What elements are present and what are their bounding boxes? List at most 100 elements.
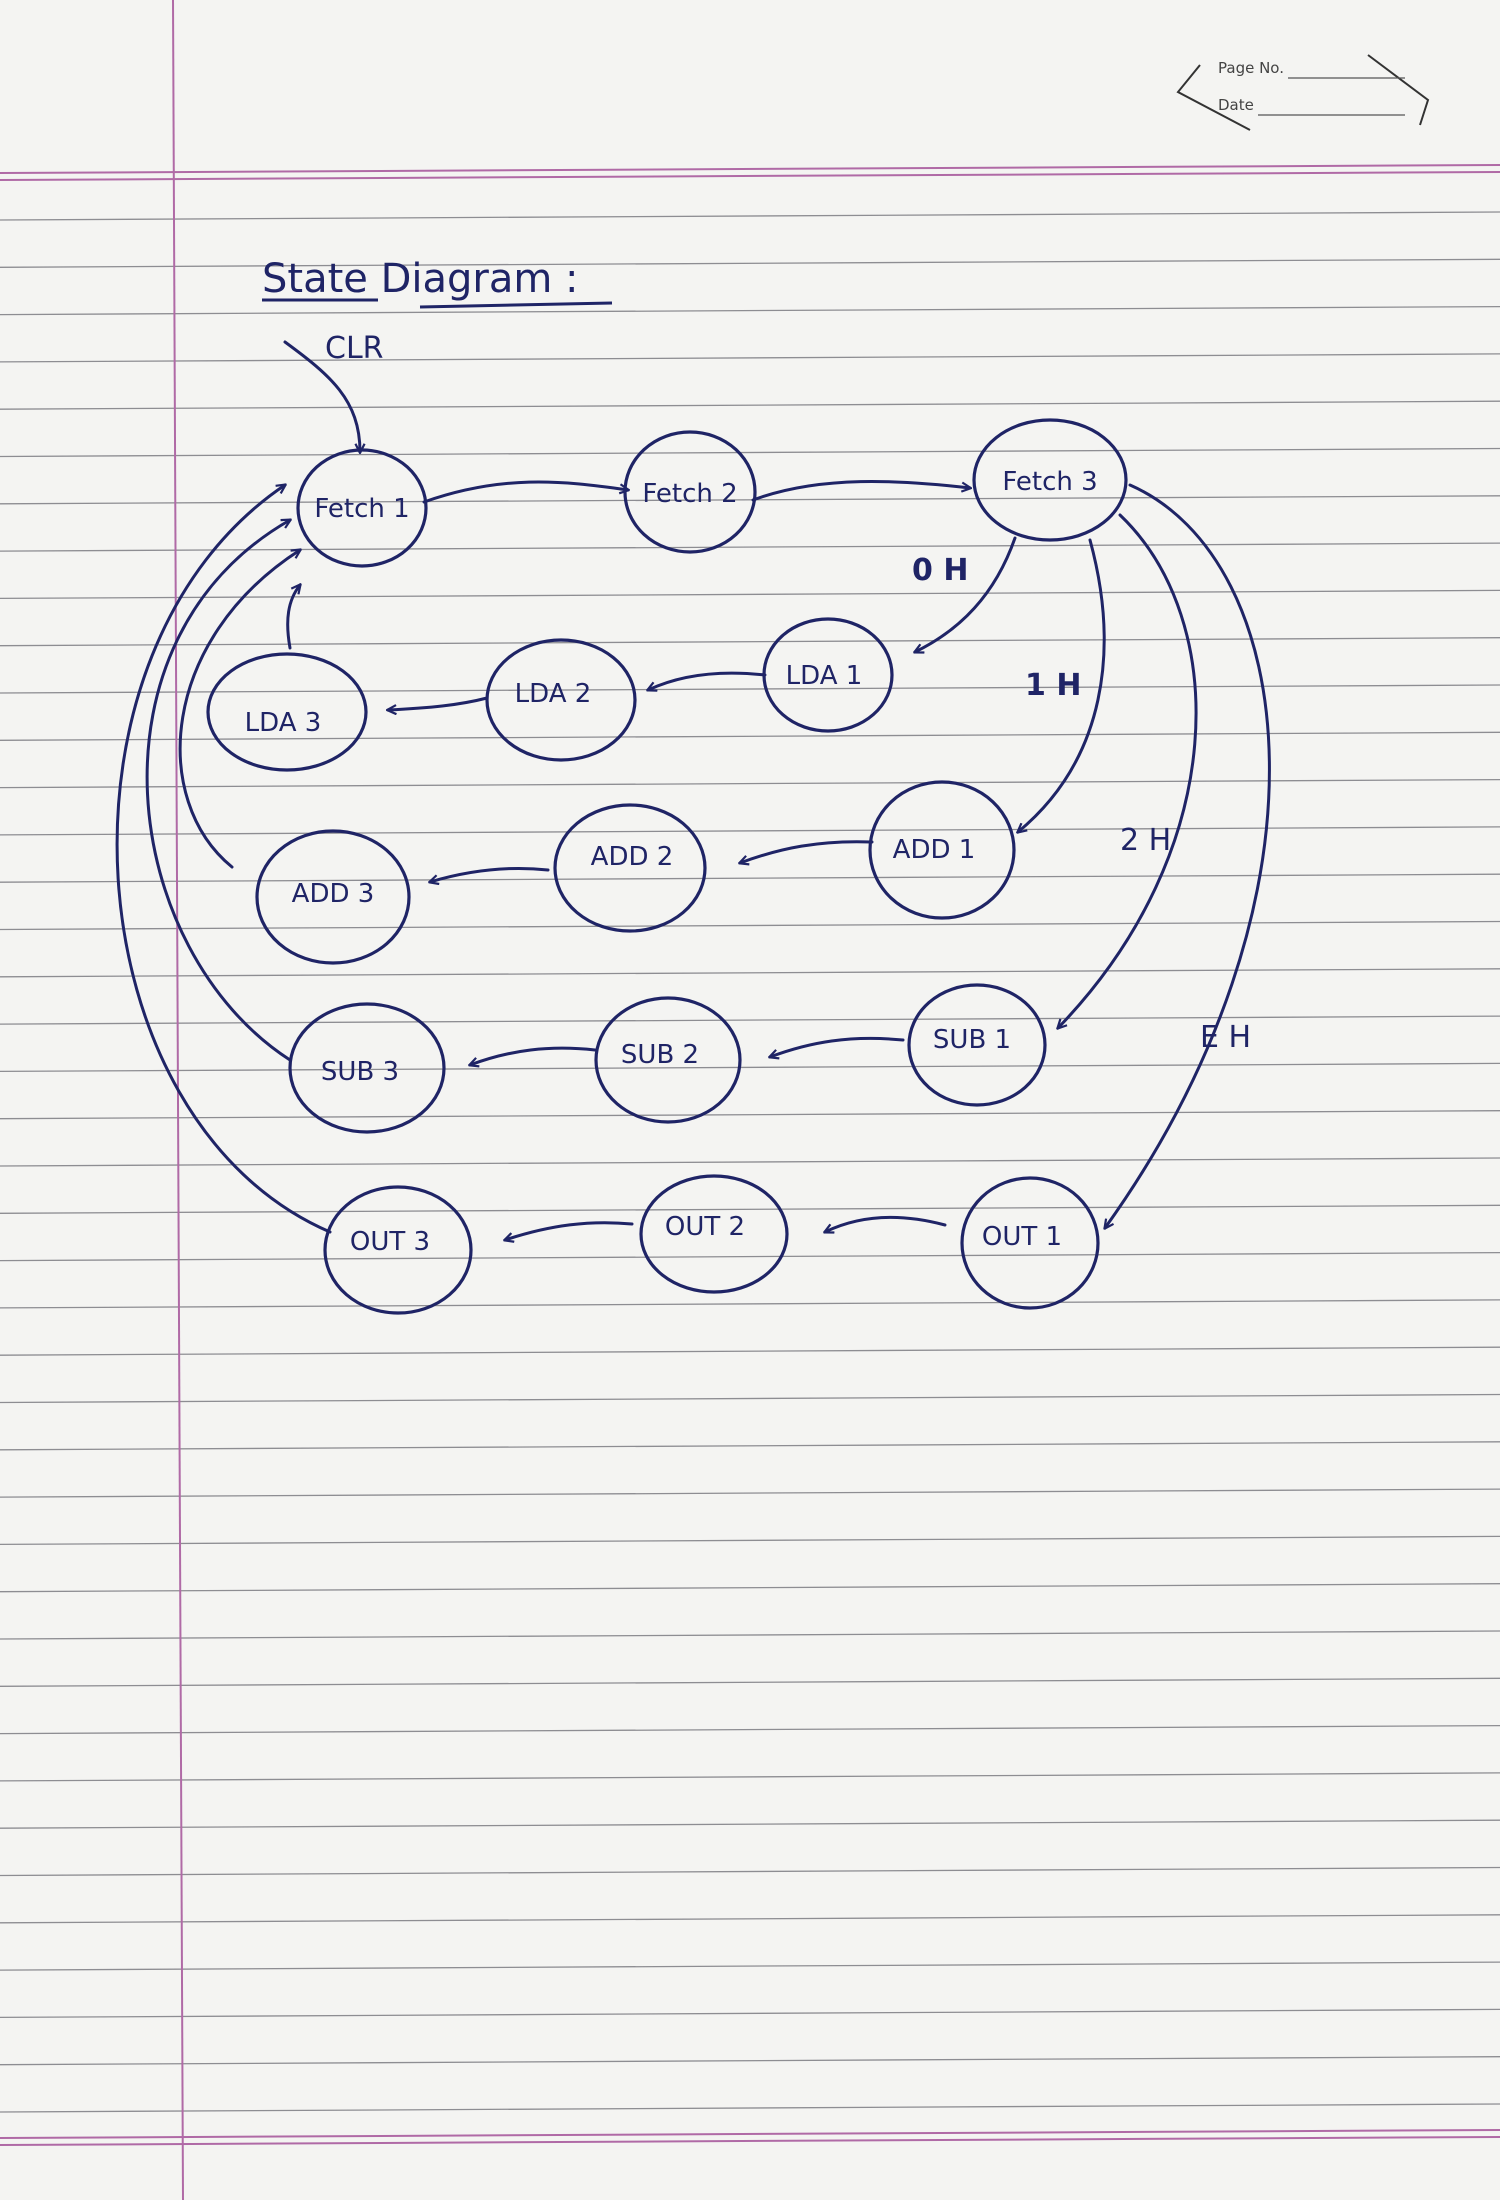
edge-lda1-lda2 bbox=[648, 671, 767, 690]
transition-labels: 0 H 1 H 2 H E H bbox=[912, 553, 1251, 1055]
ruled-line bbox=[0, 1441, 1500, 1451]
diagram-title: State Diagram : bbox=[262, 256, 579, 302]
state-fetch1: Fetch 1 bbox=[296, 448, 428, 568]
state-fetch1-label: Fetch 1 bbox=[314, 494, 409, 524]
reset-label: CLR bbox=[325, 331, 384, 366]
label-eh: E H bbox=[1200, 1020, 1251, 1055]
edge-fetch3-add1 bbox=[1018, 538, 1106, 832]
ruled-line bbox=[0, 1914, 1500, 1924]
state-sub3: SUB 3 bbox=[288, 1002, 446, 1134]
ruled-line bbox=[0, 353, 1500, 363]
ruled-line bbox=[0, 2056, 1500, 2066]
edge-fetch3-out1 bbox=[1105, 483, 1271, 1228]
ruled-line bbox=[0, 211, 1500, 221]
ruled-line bbox=[0, 1961, 1500, 1971]
ruled-line bbox=[0, 1393, 1500, 1404]
edge-sub3-fetch1 bbox=[145, 520, 290, 1062]
state-out3-label: OUT 3 bbox=[350, 1227, 430, 1257]
ruled-line bbox=[0, 1488, 1500, 1498]
ruled-line bbox=[0, 305, 1500, 316]
ruled-line bbox=[0, 1110, 1500, 1120]
ruled-line bbox=[0, 1299, 1500, 1309]
state-out2: OUT 2 bbox=[639, 1174, 789, 1294]
state-out2-label: OUT 2 bbox=[665, 1212, 745, 1242]
edge-out3-fetch1 bbox=[115, 485, 332, 1234]
label-0h: 0 H bbox=[912, 553, 968, 588]
edge-sub1-sub2 bbox=[770, 1036, 905, 1057]
state-lda3: LDA 3 bbox=[206, 652, 368, 772]
edge-fetch3-lda1 bbox=[915, 536, 1017, 652]
ruled-line bbox=[0, 920, 1500, 931]
state-fetch3: Fetch 3 bbox=[972, 418, 1128, 542]
ruled-line bbox=[0, 1015, 1500, 1025]
ruled-line bbox=[0, 1772, 1500, 1782]
ruled-line bbox=[0, 731, 1500, 741]
edge-add1-add2 bbox=[740, 840, 874, 863]
ruled-line bbox=[0, 1157, 1500, 1167]
reset-transition: CLR bbox=[283, 331, 384, 452]
ruled-line bbox=[0, 1062, 1500, 1073]
label-1h: 1 H bbox=[1025, 668, 1081, 703]
ruled-lines bbox=[0, 211, 1500, 2113]
ruled-line bbox=[0, 1866, 1500, 1877]
state-out3: OUT 3 bbox=[323, 1185, 473, 1315]
page-no-label: Page No. bbox=[1218, 59, 1284, 77]
state-sub1-label: SUB 1 bbox=[933, 1025, 1011, 1055]
label-2h: 2 H bbox=[1120, 823, 1171, 858]
edge-lda2-lda3 bbox=[388, 696, 489, 710]
state-lda3-label: LDA 3 bbox=[245, 708, 322, 738]
edge-add3-fetch1 bbox=[178, 550, 300, 869]
ruled-line bbox=[0, 1724, 1500, 1735]
date-label: Date bbox=[1218, 96, 1254, 114]
ruled-line bbox=[0, 2008, 1500, 2019]
ruled-line bbox=[0, 400, 1500, 410]
edge-fetch1-fetch2 bbox=[422, 480, 628, 504]
ruled-line bbox=[0, 1819, 1500, 1829]
ruled-line bbox=[0, 637, 1500, 647]
left-margin-line bbox=[172, 0, 184, 2200]
state-lda1-label: LDA 1 bbox=[786, 661, 863, 691]
state-add1: ADD 1 bbox=[868, 780, 1016, 920]
state-lda1: LDA 1 bbox=[762, 617, 894, 733]
ruled-line bbox=[0, 684, 1500, 694]
ruled-line bbox=[0, 258, 1500, 268]
state-add2: ADD 2 bbox=[553, 803, 707, 933]
edge-sub2-sub3 bbox=[470, 1046, 597, 1065]
ruled-line bbox=[0, 968, 1500, 978]
ruled-line bbox=[0, 1204, 1500, 1214]
state-sub3-label: SUB 3 bbox=[321, 1057, 399, 1087]
state-fetch2-label: Fetch 2 bbox=[642, 479, 737, 509]
state-add2-label: ADD 2 bbox=[591, 842, 674, 872]
edge-lda3-fetch1 bbox=[286, 585, 300, 650]
edge-out2-out3 bbox=[505, 1221, 634, 1240]
state-add3-label: ADD 3 bbox=[292, 879, 375, 909]
ruled-line bbox=[0, 1346, 1500, 1356]
edge-add2-add3 bbox=[430, 867, 550, 883]
state-sub2-label: SUB 2 bbox=[621, 1040, 699, 1070]
ruled-line bbox=[0, 589, 1500, 600]
ruled-line bbox=[0, 1677, 1500, 1687]
ruled-line bbox=[0, 873, 1500, 883]
state-lda2-label: LDA 2 bbox=[515, 679, 592, 709]
state-add3: ADD 3 bbox=[255, 829, 411, 965]
header-rule bbox=[0, 164, 1500, 181]
state-out1: OUT 1 bbox=[960, 1176, 1100, 1310]
ruled-line bbox=[0, 1535, 1500, 1546]
footer-rule bbox=[0, 2129, 1500, 2146]
state-sub2: SUB 2 bbox=[594, 996, 742, 1124]
state-fetch3-label: Fetch 3 bbox=[1002, 467, 1097, 497]
state-add1-label: ADD 1 bbox=[893, 835, 976, 865]
ruled-line bbox=[0, 778, 1500, 789]
state-sub1: SUB 1 bbox=[907, 983, 1047, 1107]
state-out1-label: OUT 1 bbox=[982, 1222, 1062, 1252]
edge-fetch2-fetch3 bbox=[751, 480, 970, 502]
ruled-line bbox=[0, 447, 1500, 458]
page-no-date-box: Page No. Date bbox=[1176, 54, 1430, 131]
state-lda2: LDA 2 bbox=[485, 638, 637, 762]
state-fetch2: Fetch 2 bbox=[623, 430, 757, 554]
ruled-line bbox=[0, 1630, 1500, 1640]
states: Fetch 1 Fetch 2 Fetch 3 LDA 1 LDA 2 LDA … bbox=[206, 418, 1128, 1315]
diagram-title-group: State Diagram : bbox=[262, 256, 613, 309]
ruled-line bbox=[0, 1583, 1500, 1593]
